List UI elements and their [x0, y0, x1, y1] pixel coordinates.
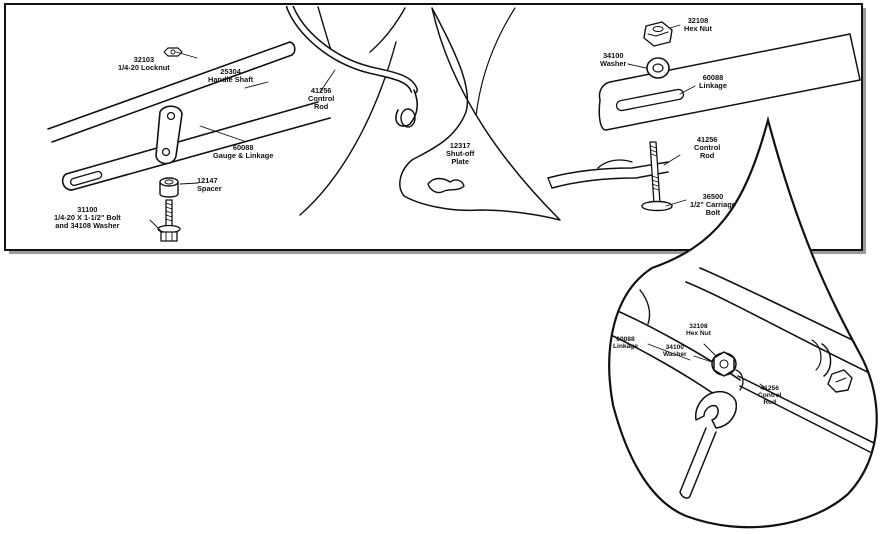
gauge-link-plate[interactable] [155, 105, 183, 165]
gauge-linkage-end [61, 173, 73, 191]
locknut-icon[interactable] [163, 47, 183, 57]
wrench-icon[interactable] [695, 390, 738, 429]
linkage-right-slot [615, 88, 685, 112]
shutoff-plate-slot [427, 177, 465, 194]
detail-tube-nut-icon [827, 369, 853, 393]
gauge-linkage-bar[interactable] [65, 101, 331, 191]
linkage-bar-right[interactable] [598, 33, 861, 131]
washer-top-icon[interactable] [646, 57, 670, 79]
carriage-bolt-head[interactable] [641, 200, 673, 212]
bolt-threads [165, 202, 173, 222]
background-contour-line [299, 41, 397, 216]
bolt-head-icon[interactable] [160, 231, 178, 242]
hex-nut-top-icon[interactable] [643, 21, 673, 47]
leader-lines [149, 24, 696, 233]
background-contour-line [369, 7, 406, 53]
detail-control-rod[interactable] [737, 375, 880, 453]
handle-shaft-end [289, 41, 296, 56]
plate-hole-bottom [161, 147, 171, 157]
plate-hole-top [166, 111, 176, 121]
carriage-bolt-threads [650, 145, 660, 191]
wrench-handle [679, 427, 717, 499]
detail-balloon [608, 115, 878, 529]
detail-leader-lines [647, 343, 771, 393]
shutoff-plate[interactable] [399, 7, 561, 221]
background-contour-line [317, 6, 332, 51]
detail-hex-nut-icon[interactable] [713, 351, 735, 377]
linkage-slot [69, 170, 103, 187]
control-rod-right[interactable] [547, 161, 669, 189]
diagram-panel [4, 3, 863, 251]
handle-shaft [47, 41, 293, 143]
detail-tube-collar [821, 343, 832, 377]
